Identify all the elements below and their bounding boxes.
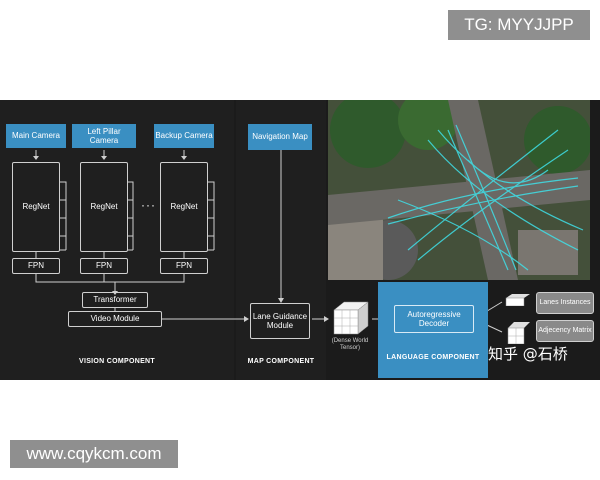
adjacency-matrix: Adjecency Matrix xyxy=(536,320,594,342)
fpn-block-2: FPN xyxy=(80,258,128,274)
transformer-block: Transformer xyxy=(82,292,148,308)
language-panel xyxy=(378,282,488,378)
aerial-intersection-image xyxy=(328,100,590,280)
autoregressive-decoder: Autoregressive Decoder xyxy=(394,305,474,333)
fpn-block-1: FPN xyxy=(12,258,60,274)
regnet-block-2: RegNet xyxy=(80,162,128,252)
navigation-map: Navigation Map xyxy=(248,124,312,150)
ellipsis: ··· xyxy=(141,198,156,212)
vision-caption: VISION COMPONENT xyxy=(79,358,155,365)
regnet-block-1: RegNet xyxy=(12,162,60,252)
watermark-top: TG: MYYJJPP xyxy=(448,10,590,40)
map-caption: MAP COMPONENT xyxy=(247,358,315,365)
watermark-bottom: www.cqykcm.com xyxy=(10,440,178,468)
adjacency-output-icon xyxy=(507,322,530,344)
lanes-output-icon xyxy=(505,294,530,306)
video-module-block: Video Module xyxy=(68,311,162,327)
dense-world-tensor-cube xyxy=(333,301,369,335)
lane-guidance-module: Lane Guidance Module xyxy=(250,303,310,339)
camera-main: Main Camera xyxy=(6,124,66,148)
tensor-label: (Dense World Tensor) xyxy=(331,338,369,352)
fpn-block-3: FPN xyxy=(160,258,208,274)
regnet-block-3: RegNet xyxy=(160,162,208,252)
watermark-zhihu: 知乎 @石桥 xyxy=(488,345,568,363)
camera-left-pillar: Left Pillar Camera xyxy=(72,124,136,148)
language-caption: LANGUAGE COMPONENT xyxy=(386,354,480,361)
camera-backup: Backup Camera xyxy=(154,124,214,148)
lanes-instances: Lanes Instances xyxy=(536,292,594,314)
diagram: Main Camera Left Pillar Camera Backup Ca… xyxy=(0,100,600,380)
